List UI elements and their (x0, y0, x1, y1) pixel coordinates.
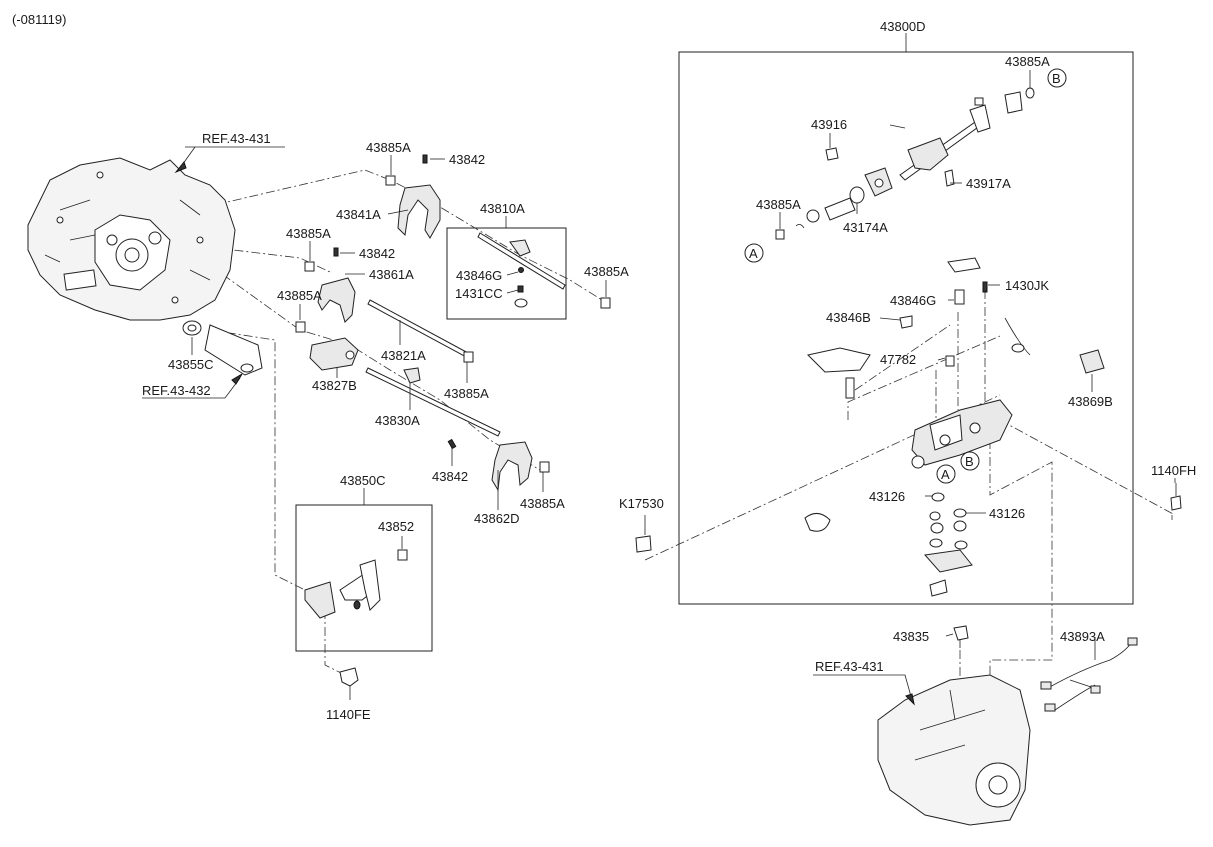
shift-lug-43827B (309, 337, 359, 371)
part-label-43126-right: 43126 (989, 506, 1025, 521)
part-label-43885A-7: 43885A (1005, 54, 1050, 69)
part-label-43917A: 43917A (966, 176, 1011, 191)
shift-rail-43830A (365, 367, 501, 450)
assembly-43810A-frame (446, 227, 567, 320)
callout-a-left (744, 243, 764, 263)
box-label-43810A: 43810A (480, 201, 525, 216)
transmission-case-bottom (877, 674, 1031, 826)
assembly-lines (139, 169, 1176, 700)
part-label-43893A: 43893A (1060, 629, 1105, 644)
part-label-K17530: K17530 (619, 496, 664, 511)
part-label-43827B: 43827B (312, 378, 357, 393)
part-label-43126-left: 43126 (869, 489, 905, 504)
ref-43-432: REF.43-432 (142, 383, 211, 398)
callout-b-top (1047, 68, 1067, 88)
part-label-43846G-right: 43846G (890, 293, 936, 308)
plug-43835 (953, 625, 969, 648)
valve-body-assembly (804, 399, 1013, 532)
revision-label: (-081119) (12, 12, 66, 27)
detent-43846B (806, 315, 955, 399)
part-label-43842-3: 43842 (432, 469, 468, 484)
part-label-43885A-2: 43885A (286, 226, 331, 241)
shaft-ref-43-432 (204, 324, 263, 376)
part-label-43885A-5: 43885A (520, 496, 565, 511)
shift-fork-43861A (304, 247, 356, 323)
ref-43-431-left: REF.43-431 (202, 131, 271, 146)
part-label-43916: 43916 (811, 117, 847, 132)
assembly-43800D-frame (678, 51, 1134, 605)
callout-b-top-label: B (1052, 71, 1061, 86)
part-label-43855C: 43855C (168, 357, 214, 372)
shift-fork-43841A (385, 154, 441, 239)
part-label-43846B: 43846B (826, 310, 871, 325)
part-label-43835: 43835 (893, 629, 929, 644)
select-lever-43850C (304, 549, 408, 619)
valve-stack-43126 (924, 492, 973, 597)
callout-a-left-label: A (749, 246, 758, 261)
ref-43-431-bottom: REF.43-431 (815, 659, 884, 674)
part-label-43885A-3: 43885A (277, 288, 322, 303)
part-label-47782: 47782 (880, 352, 916, 367)
part-label-43842-2: 43842 (359, 246, 395, 261)
part-label-1140FE: 1140FE (326, 707, 371, 722)
part-label-43869B: 43869B (1068, 394, 1113, 409)
part-label-43861A: 43861A (369, 267, 414, 282)
harness-43893A (1040, 637, 1138, 712)
part-label-43885A-1: 43885A (366, 140, 411, 155)
selector-shaft-43800D (775, 87, 1035, 240)
shift-rail-43821A (295, 299, 474, 363)
leader-lines (299, 70, 1176, 637)
shift-rail-43810A (477, 232, 611, 309)
part-label-1431CC: 1431CC (455, 286, 503, 301)
callout-b-body-label: B (965, 454, 974, 469)
part-label-43174A: 43174A (843, 220, 888, 235)
bolt-1140FH (1170, 483, 1182, 511)
part-label-43885A-8: 43885A (756, 197, 801, 212)
plug-K17530 (635, 515, 652, 553)
box-label-43850C: 43850C (340, 473, 386, 488)
part-label-43885A-6: 43885A (584, 264, 629, 279)
part-label-43841A: 43841A (336, 207, 381, 222)
part-label-43862D: 43862D (474, 511, 520, 526)
part-label-43830A: 43830A (375, 413, 420, 428)
bolt-1140FE (339, 667, 359, 700)
bracket-43846G-right (947, 257, 988, 305)
callout-a-body (936, 464, 956, 484)
part-label-1140FH: 1140FH (1151, 463, 1196, 478)
part-label-1430JK: 1430JK (1005, 278, 1049, 293)
transmission-case-left (27, 157, 236, 321)
part-label-43885A-4: 43885A (444, 386, 489, 401)
callout-a-body-label: A (941, 467, 950, 482)
part-label-43852: 43852 (378, 519, 414, 534)
box-label-43800D: 43800D (880, 19, 926, 34)
part-label-43842-1: 43842 (449, 152, 485, 167)
part-label-43821A: 43821A (381, 348, 426, 363)
shift-fork-43862D (491, 441, 550, 492)
part-label-43846G-left: 43846G (456, 268, 502, 283)
sensor-43869B (1004, 317, 1105, 374)
callout-b-body (960, 451, 980, 471)
